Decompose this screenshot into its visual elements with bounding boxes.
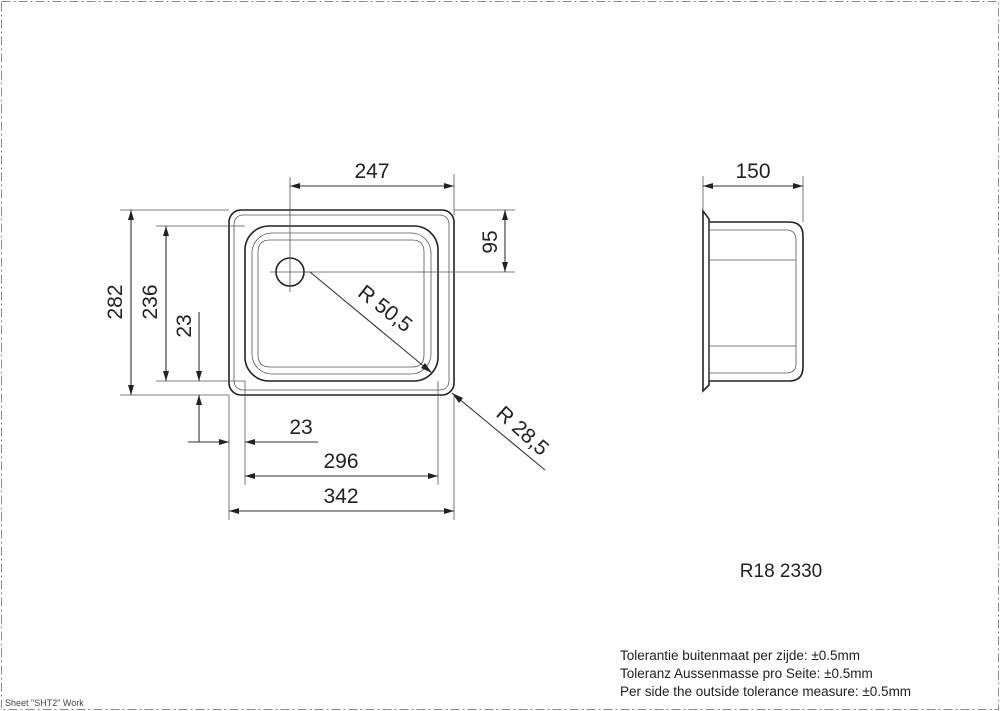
tolerance-note-nl: Tolerantie buitenmaat per zijde: ±0.5mm [620,648,860,663]
dim-236-label: 236 [139,284,162,319]
sink-bowl-outline [244,225,439,382]
dim-r50-5: R 50,5 [309,271,433,374]
dim-23-horizontal: 23 [188,416,318,445]
dim-150-label: 150 [735,160,770,183]
dim-23-vertical-label: 23 [173,314,196,337]
tolerance-note-de: Toleranz Aussenmasse pro Seite: ±0.5mm [620,666,873,681]
dim-150: 150 [702,160,804,222]
dim-95: 95 [305,209,515,273]
dim-r50-5-label: R 50,5 [354,281,417,337]
sink-bowl-inner-shading [257,239,425,368]
dim-95-label: 95 [479,230,502,253]
sheet-label: Sheet "SHT2" Work [5,698,84,708]
dim-r28-5: R 28,5 [451,392,553,471]
dim-23-horizontal-label: 23 [289,416,312,439]
dim-342-label: 342 [323,485,358,508]
dim-247: 247 [290,160,455,215]
tolerance-note-en: Per side the outside tolerance measure: … [620,684,911,699]
sink-outer-flange-inner-edge [233,214,450,391]
dim-247-label: 247 [354,160,389,183]
sink-outer-flange [228,209,455,396]
dim-236: 236 [139,225,245,382]
product-code: R18 2330 [740,561,822,582]
dim-342: 342 [229,485,454,514]
sink-top-view [228,177,455,396]
sink-side-view [702,208,804,393]
dim-296-label: 296 [323,450,358,473]
dim-23-vertical: 23 [173,312,202,442]
dim-282-label: 282 [104,284,127,319]
dim-282: 282 [104,209,229,396]
dim-296: 296 [245,450,438,479]
sink-bowl-bottom [251,232,432,375]
